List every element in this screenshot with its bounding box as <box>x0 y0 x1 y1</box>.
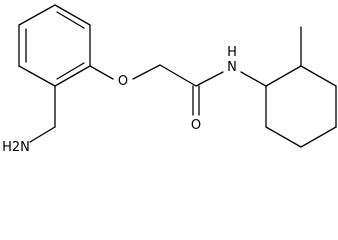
amide-hydrogen-label: H <box>227 45 237 60</box>
n-to-cyclohexyl-bond <box>240 71 267 87</box>
structure-diagram: O O H N H2N <box>2 4 337 155</box>
cyclo-bond-1 <box>265 65 302 87</box>
ring-double-bond-top <box>56 11 85 29</box>
cyclo-bond-2 <box>300 65 337 87</box>
ring-bond-1 <box>54 4 91 26</box>
ring-double-bond-bottom-right <box>56 62 85 80</box>
ring-bond-3 <box>54 65 91 87</box>
cyclo-bond-4 <box>300 126 337 148</box>
ether-oxygen-label: O <box>118 74 128 89</box>
ether-o-to-ch2-bond <box>132 64 161 80</box>
ch2-to-amine-bond <box>29 126 56 143</box>
amine-group-label: H2N <box>2 140 30 155</box>
molecule-canvas: O O H N H2N <box>2 4 337 155</box>
cyclo-bond-5 <box>265 126 302 148</box>
benzene-ring <box>18 4 91 87</box>
ring-bond-6 <box>18 4 56 26</box>
carbonyl-to-n-bond <box>195 71 224 87</box>
ring-bond-4 <box>18 65 56 87</box>
cyclohexane-ring <box>265 65 337 148</box>
ring-to-ether-o-bond <box>89 65 114 80</box>
amide-nitrogen-label: N <box>227 60 237 75</box>
ch2-to-carbonyl-bond <box>159 64 197 87</box>
carbonyl-oxygen-label: O <box>191 118 201 133</box>
